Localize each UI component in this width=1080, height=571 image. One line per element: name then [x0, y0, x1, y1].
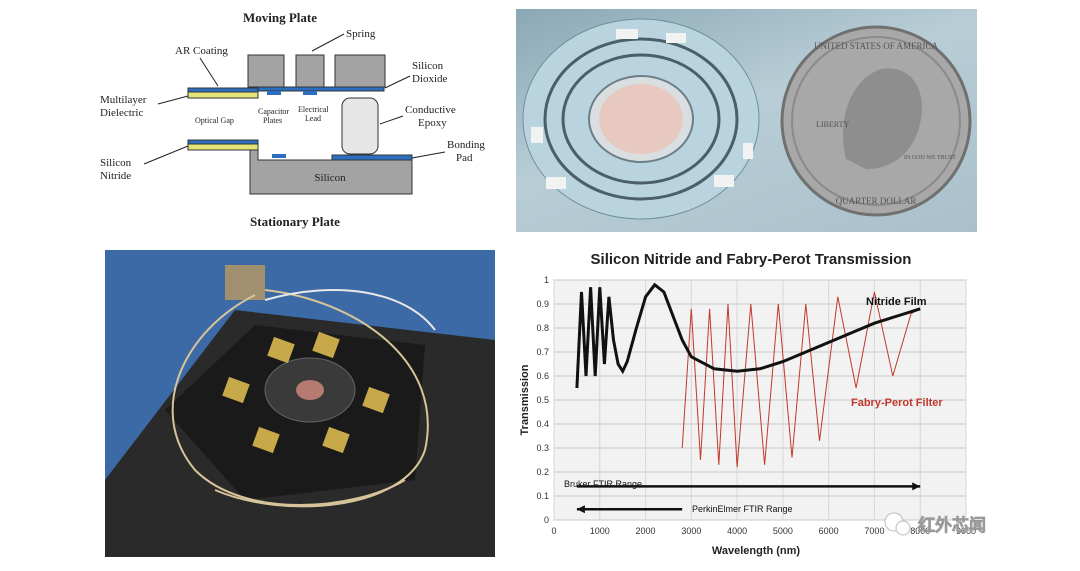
- stationary-plate-title: Stationary Plate: [250, 214, 340, 229]
- y-tick-label: 0.6: [536, 371, 549, 381]
- gold-pad-3: [222, 376, 250, 404]
- capacitor-plate-top: [267, 91, 281, 95]
- moving-plate-title: Moving Plate: [243, 10, 317, 25]
- gold-pad-6: [322, 426, 350, 454]
- moving-plate-block: [247, 54, 285, 88]
- conductive-label-2: Epoxy: [418, 117, 447, 129]
- ar-coating-layer: [187, 87, 259, 93]
- gold-pad-5: [252, 426, 280, 454]
- mems-device-photo: UNITED STATES OF AMERICA LIBERTY IN GOD …: [516, 9, 977, 232]
- spring-ring-outer: [543, 37, 739, 201]
- device-aperture: [296, 380, 324, 400]
- nitride-film-series-line: [575, 282, 921, 389]
- x-tick-label: 6000: [819, 526, 839, 536]
- silicon-nitride-label-1: Silicon: [100, 157, 132, 169]
- mems-cross-section-diagram: Moving Plate Stationary Plate Silicon AR…: [100, 6, 495, 232]
- x-tick-label: 4000: [727, 526, 747, 536]
- electrical-label-2: Lead: [305, 114, 321, 123]
- perkinelmer-arrow-head: [576, 505, 585, 514]
- coin-legend: UNITED STATES OF AMERICA: [814, 41, 939, 51]
- coin-denomination: QUARTER DOLLAR: [836, 196, 917, 206]
- wire-2: [171, 294, 406, 506]
- electrical-lead-top: [303, 91, 317, 95]
- x-tick-label: 5000: [773, 526, 793, 536]
- legend-fabry-perot: Fabry-Perot Filter: [851, 397, 943, 409]
- gold-pad-2: [312, 331, 340, 359]
- silicon-dioxide-label-1: Silicon: [412, 60, 444, 72]
- gold-pad-4: [362, 386, 390, 414]
- x-tick-label: 1000: [590, 526, 610, 536]
- x-tick-label: 2000: [636, 526, 656, 536]
- y-axis-label: Transmission: [519, 364, 531, 435]
- washington-profile-icon: [842, 68, 922, 169]
- capacitor-plate-bottom: [272, 154, 286, 158]
- bonding-label-2: Pad: [456, 152, 473, 164]
- watermark-text: 红外芯闻: [918, 515, 986, 536]
- conductive-epoxy: [341, 97, 379, 155]
- transmission-chart: Silicon Nitride and Fabry-Perot Transmis…: [516, 240, 976, 560]
- x-tick-label: 0: [551, 526, 556, 536]
- bruker-arrow-head: [912, 482, 921, 491]
- y-tick-label: 0.9: [536, 299, 549, 309]
- capacitor-label-2: Plates: [263, 116, 282, 125]
- wire-1: [214, 289, 429, 508]
- fabry-perot-series-line: [681, 291, 921, 468]
- watermark: 红外芯闻: [882, 508, 1052, 542]
- bond-pad-1: [616, 29, 638, 39]
- coin-liberty: LIBERTY: [816, 120, 850, 129]
- multilayer-dielectric-top: [187, 91, 259, 99]
- bond-pad-5: [714, 175, 734, 187]
- spring-block: [295, 54, 325, 88]
- perkinelmer-range-label: PerkinElmer FTIR Range: [692, 504, 793, 514]
- y-tick-label: 0.8: [536, 323, 549, 333]
- y-tick-label: 0.1: [536, 491, 549, 501]
- bruker-range-label: Bruker FTIR Range: [564, 479, 642, 489]
- optical-gap-label: Optical Gap: [195, 116, 234, 125]
- bonding-label-1: Bonding: [447, 139, 485, 151]
- x-tick-label: 8000: [910, 526, 930, 536]
- moving-plate-dioxide: [257, 86, 385, 92]
- y-tick-label: 0.5: [536, 395, 549, 405]
- conductive-label-1: Conductive: [405, 104, 456, 116]
- optical-aperture: [599, 84, 683, 154]
- x-axis-label: Wavelength (nm): [712, 545, 801, 557]
- silicon-nitride-label-2: Nitride: [100, 170, 131, 182]
- bonding-pad: [331, 154, 413, 161]
- multilayer-label-1: Multilayer: [100, 94, 147, 106]
- x-tick-label: 3000: [681, 526, 701, 536]
- chart-axes: 0 0.1 0.2 0.3 0.4 0.5 0.6 0.7 0.8 0.9 1 0 1000 2000 30…: [536, 275, 976, 536]
- chart-series: [575, 282, 921, 514]
- multilayer-dielectric-bottom: [187, 143, 259, 151]
- y-tick-label: 0.3: [536, 443, 549, 453]
- bond-pad-6: [743, 143, 753, 159]
- legend-nitride-film: Nitride Film: [866, 296, 927, 308]
- y-tick-label: 1: [544, 275, 549, 285]
- x-tick-label: 7000: [864, 526, 884, 536]
- silicon-base: [249, 149, 413, 195]
- gold-pad-1: [267, 336, 295, 364]
- coin-motto: IN GOD WE TRUST: [904, 155, 956, 161]
- bond-pad-4: [546, 177, 566, 189]
- silicon-dioxide-label-2: Dioxide: [412, 73, 448, 85]
- y-tick-label: 0.4: [536, 419, 549, 429]
- silicon-label: Silicon: [314, 172, 346, 184]
- x-tick-label: 9000: [956, 526, 976, 536]
- chart-title: Silicon Nitride and Fabry-Perot Transmis…: [591, 251, 912, 268]
- y-tick-label: 0.7: [536, 347, 549, 357]
- silicon-nitride-layer: [187, 139, 259, 145]
- y-tick-label: 0.2: [536, 467, 549, 477]
- multilayer-label-2: Dielectric: [100, 107, 143, 119]
- electrical-label-1: Electrical: [298, 105, 329, 114]
- silicon-dioxide-block: [334, 54, 386, 88]
- bond-pad-3: [531, 127, 543, 143]
- bond-pad-2: [666, 33, 686, 43]
- spring-label: Spring: [346, 28, 376, 40]
- connector: [225, 265, 265, 300]
- capacitor-label-1: Capacitor: [258, 107, 289, 116]
- spring-ring-inner: [561, 53, 721, 185]
- fixture-photo: [105, 250, 495, 557]
- y-tick-label: 0: [544, 515, 549, 525]
- wire-3: [264, 289, 436, 331]
- ar-coating-label: AR Coating: [175, 45, 228, 57]
